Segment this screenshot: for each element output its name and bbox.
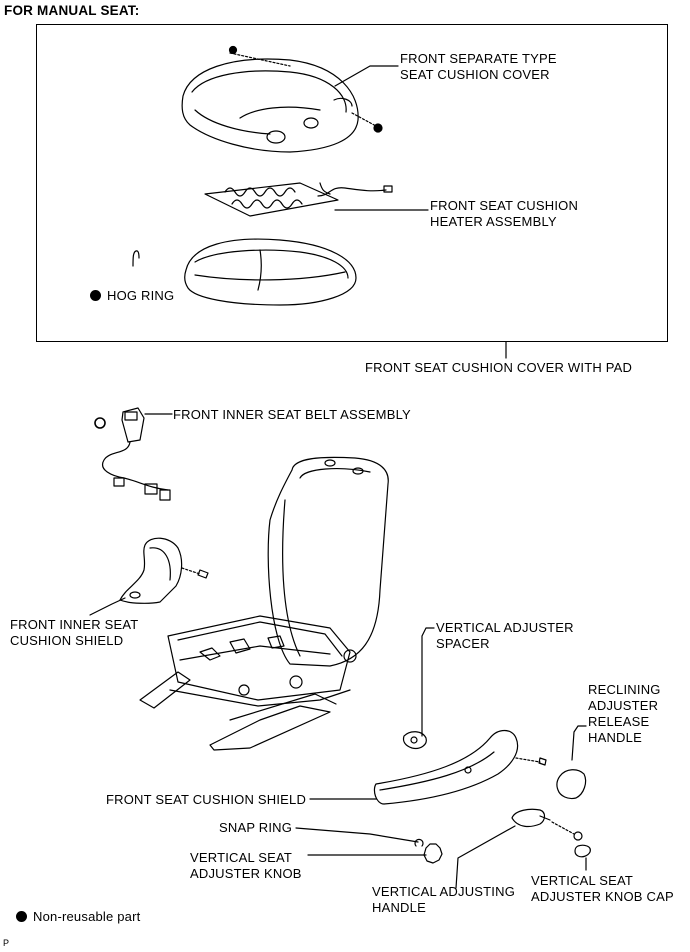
label-hog-ring: HOG RING (90, 288, 174, 304)
cushion-pad-drawing (184, 238, 357, 306)
label-cushion-cover: FRONT SEPARATE TYPE SEAT CUSHION COVER (400, 51, 557, 82)
heater-assembly-drawing (204, 182, 393, 217)
label-cushion-shield: FRONT SEAT CUSHION SHIELD (106, 792, 307, 807)
legend-non-reusable: Non-reusable part (16, 909, 140, 925)
seat-cushion-cover-drawing (181, 52, 377, 153)
label-inner-cushion-shield: FRONT INNER SEAT CUSHION SHIELD (10, 617, 139, 648)
inner-seat-belt-drawing (102, 407, 171, 501)
label-inner-seat-belt: FRONT INNER SEAT BELT ASSEMBLY (173, 407, 411, 422)
diagram-title: FOR MANUAL SEAT: (4, 3, 140, 18)
label-heater-assembly: FRONT SEAT CUSHION HEATER ASSEMBLY (430, 198, 579, 229)
label-snap-ring: SNAP RING (219, 820, 293, 835)
label-knob-cap: VERTICAL SEAT ADJUSTER KNOB CAP (531, 873, 674, 904)
non-reusable-dot-icon (90, 290, 101, 301)
label-adjuster-knob: VERTICAL SEAT ADJUSTER KNOB (190, 850, 302, 881)
cushion-cover-group-frame (36, 24, 668, 342)
non-reusable-dot-icon (16, 911, 27, 922)
figure-code: P (3, 938, 10, 948)
seat-frame-drawing (139, 456, 389, 751)
label-reclining-handle: RECLINING ADJUSTER RELEASE HANDLE (588, 682, 661, 745)
label-adjusting-handle: VERTICAL ADJUSTING HANDLE (372, 884, 516, 915)
label-adjuster-spacer: VERTICAL ADJUSTER SPACER (436, 620, 574, 651)
inner-cushion-shield-drawing (119, 537, 209, 604)
cushion-shield-drawing (373, 729, 547, 805)
label-cover-with-pad: FRONT SEAT CUSHION COVER WITH PAD (365, 360, 633, 375)
